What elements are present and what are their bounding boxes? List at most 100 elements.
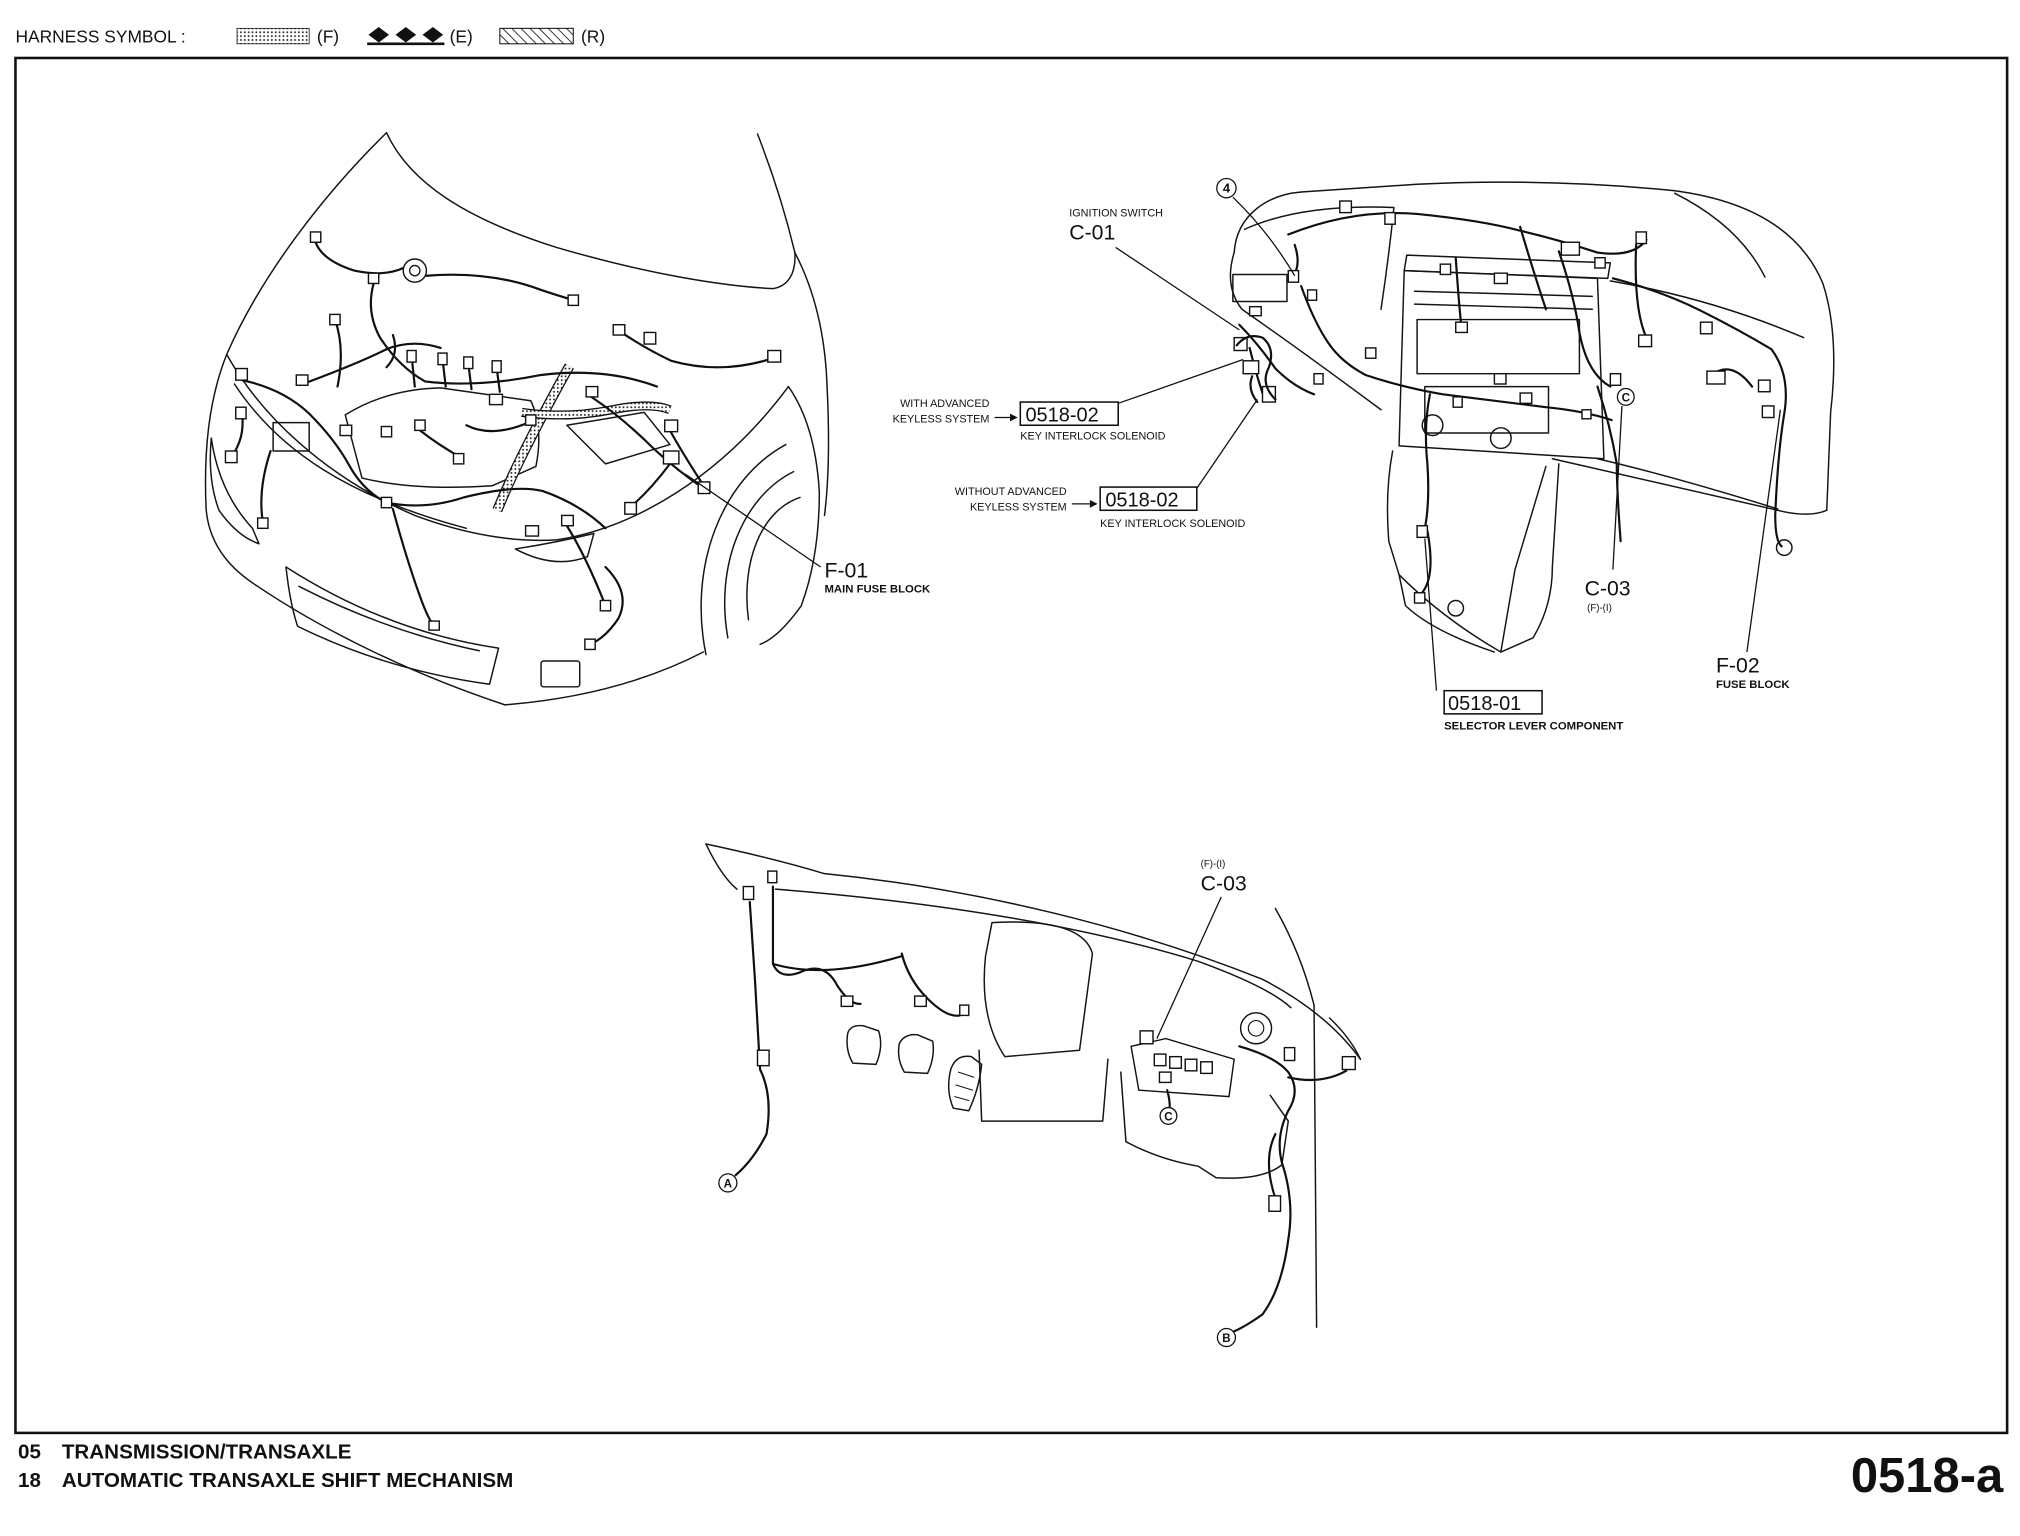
marker-4-leader	[1232, 196, 1296, 277]
page-number: 0518-a	[1851, 1449, 2004, 1503]
subsection-number: 18	[18, 1469, 41, 1492]
harness-connector	[380, 496, 393, 509]
c03-lower-harness: (F)-(I)	[1201, 859, 1226, 870]
page-footer: 05 TRANSMISSION/TRANSAXLE 18 AUTOMATIC T…	[18, 1441, 2004, 1504]
harness-connector	[1339, 200, 1353, 214]
symbol-code-f: (F)	[317, 27, 339, 47]
harness-connector	[380, 425, 393, 438]
c03-lower-code: C-03	[1201, 871, 1247, 895]
harness-connector	[1364, 347, 1377, 359]
harness-connector	[463, 356, 474, 370]
harness-connector	[612, 324, 626, 336]
harness-connector	[767, 870, 778, 884]
marker-c-lower-label: C	[1164, 1111, 1173, 1123]
c03-lower-leader	[1156, 896, 1222, 1039]
harness-connector	[339, 424, 353, 437]
fuse-block-label: FUSE BLOCK	[1716, 679, 1790, 691]
harness-connector	[1635, 231, 1648, 245]
marker-4-label: 4	[1223, 181, 1231, 196]
harness-connector	[1313, 372, 1324, 385]
without-keyless-desc: KEY INTERLOCK SOLENOID	[1100, 518, 1245, 530]
harness-connector	[329, 313, 341, 326]
harness-connector	[959, 1004, 970, 1017]
without-keyless-code-box	[1099, 486, 1198, 512]
with-keyless-code: 0518-02	[1025, 404, 1098, 426]
harness-connector	[256, 517, 269, 530]
with-keyless-line2: KEYLESS SYSTEM	[893, 414, 990, 426]
marker-c-upper: C	[1616, 387, 1635, 406]
harness-connector	[1452, 396, 1463, 408]
harness-connector	[756, 1049, 770, 1067]
marker-b-label: B	[1222, 1333, 1230, 1345]
harness-connector	[309, 231, 322, 243]
harness-connector	[1158, 1071, 1172, 1084]
harness-connector	[560, 514, 574, 527]
ignition-switch-label: IGNITION SWITCH	[1069, 207, 1163, 219]
harness-connector	[1493, 272, 1508, 285]
marker-c-upper-label: C	[1622, 392, 1631, 404]
lower-dashboard-outline	[705, 843, 1362, 1328]
marker-a: A	[718, 1173, 738, 1193]
harness-connector	[428, 620, 441, 631]
harness-connector	[235, 367, 249, 381]
without-keyless-arrow	[1071, 499, 1098, 508]
key-interlock-solenoid-assembly	[1235, 335, 1277, 404]
without-keyless-code: 0518-02	[1105, 489, 1178, 511]
subsection-title: AUTOMATIC TRANSAXLE SHIFT MECHANISM	[62, 1469, 513, 1492]
without-keyless-line1: WITHOUT ADVANCED	[955, 486, 1067, 498]
harness-connector	[1139, 1030, 1154, 1045]
round-relay-connector	[402, 258, 428, 283]
c03-upper-code: C-03	[1585, 576, 1631, 600]
marker-c-lower: C	[1159, 1106, 1178, 1125]
dotted-harness-band-fill	[493, 364, 573, 512]
dashboard-harness-wires	[1238, 211, 1787, 597]
harness-connector	[1248, 305, 1262, 317]
marker-4: 4	[1216, 177, 1237, 199]
diamond-harness-symbol	[367, 27, 445, 46]
harness-connector	[1306, 289, 1318, 301]
harness-connector	[913, 995, 927, 1008]
dashboard-illustration: 4 C IGNITION SWITCH C-01 WITH ADVANCED K…	[893, 177, 1835, 732]
harness-connector	[1560, 241, 1581, 256]
harness-connector	[1699, 321, 1713, 335]
harness-connector	[406, 349, 417, 363]
with-keyless-line1: WITH ADVANCED	[900, 398, 989, 410]
with-keyless-leader	[1118, 358, 1244, 404]
lower-connectors	[742, 870, 1356, 1212]
harness-connector	[437, 352, 448, 366]
harness-connector	[524, 525, 540, 537]
section-number: 05	[18, 1441, 41, 1464]
selector-lever-code: 0518-01	[1448, 693, 1521, 715]
main-fuse-block-leader	[684, 473, 821, 568]
symbol-code-e: (E)	[450, 27, 473, 47]
junction-box	[1130, 1037, 1235, 1098]
fuse-block-code: F-02	[1716, 654, 1760, 678]
selector-lever-label: SELECTOR LEVER COMPONENT	[1444, 720, 1623, 732]
hatched-harness-symbol	[499, 27, 574, 45]
harness-connector	[414, 419, 426, 432]
harness-connector	[367, 272, 380, 285]
harness-connector	[1233, 336, 1248, 352]
harness-connector	[1706, 370, 1726, 385]
harness-connector	[452, 452, 465, 465]
selector-lever-code-box	[1443, 689, 1543, 715]
harness-connector	[1609, 372, 1622, 386]
with-keyless-code-box	[1019, 401, 1119, 427]
dotted-harness-symbol	[236, 27, 310, 45]
harness-connector	[1757, 379, 1771, 393]
harness-connector	[1268, 1195, 1282, 1212]
vehicle-front-body-outline	[204, 131, 830, 706]
engine-compartment-illustration: F-01 MAIN FUSE BLOCK	[204, 131, 931, 706]
harness-connector	[488, 393, 504, 406]
fuse-block-leader	[1746, 409, 1782, 653]
harness-connector	[1261, 385, 1277, 403]
harness-connector	[767, 349, 782, 363]
harness-connector	[742, 885, 755, 901]
harness-connector	[1581, 409, 1592, 420]
c03-upper-harness: (F)-(I)	[1587, 603, 1612, 614]
harness-connector	[524, 414, 537, 426]
symbol-code-r: (R)	[581, 27, 605, 47]
lower-dashboard-illustration: C A B (F)-(I) C-03	[705, 843, 1362, 1348]
harness-connector	[643, 331, 657, 345]
